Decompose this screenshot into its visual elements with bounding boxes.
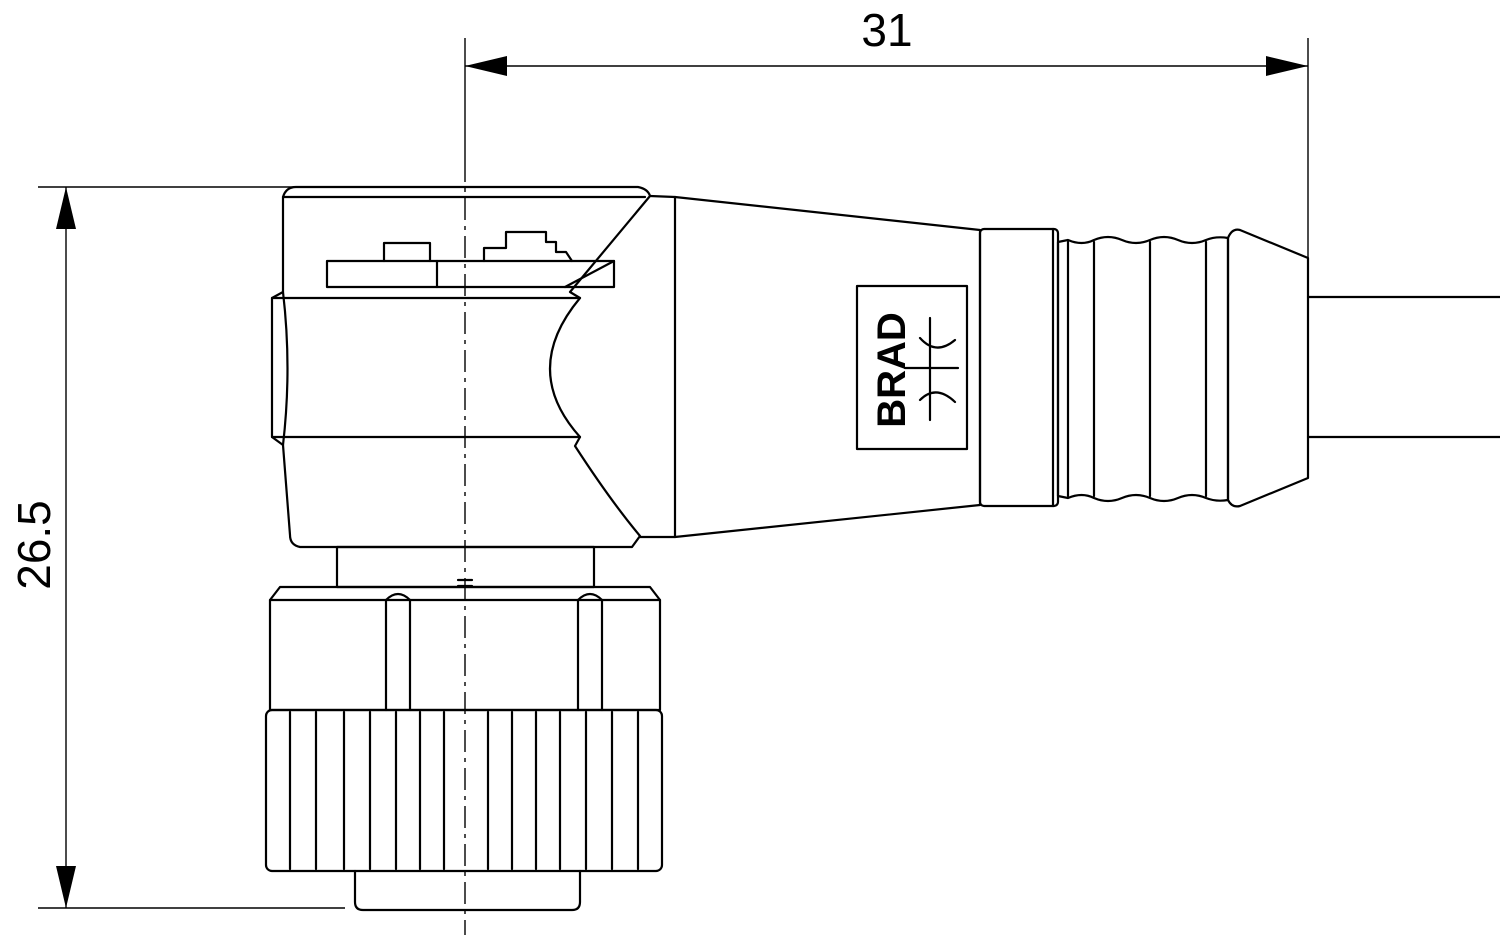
dimension-vertical: 26.5 [8,186,345,909]
height-dimension-label: 26.5 [8,500,60,590]
knurled-ring [264,708,664,873]
cable [1306,295,1500,439]
arrow-bottom [56,866,76,908]
strain-relief [1056,228,1310,508]
connector-head [270,185,652,549]
arrow-left [465,56,507,76]
arrow-right [1266,56,1308,76]
brand-logo: BRAD [855,284,969,451]
hex-nut [268,585,662,712]
connector-body [638,194,1060,539]
brand-logo-text: BRAD [870,312,914,428]
dimension-horizontal: 31 [464,4,1309,258]
width-dimension-label: 31 [861,4,912,56]
logo-y-mark-icon [903,316,960,422]
socket-face [353,869,582,912]
arrow-top [56,187,76,229]
